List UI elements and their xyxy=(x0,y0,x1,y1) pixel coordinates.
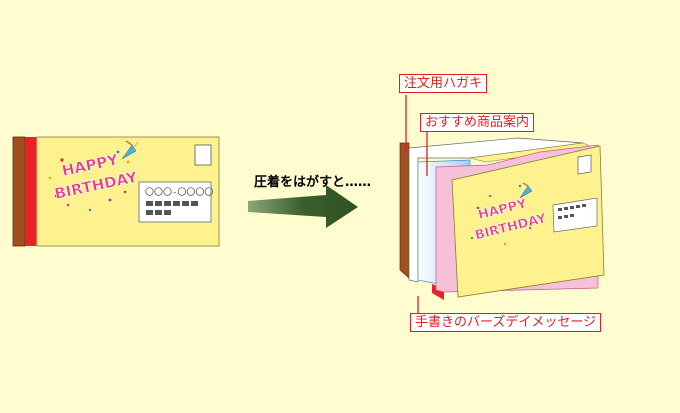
address-lines xyxy=(146,201,198,215)
leader-lines xyxy=(405,95,428,313)
right-arrow-icon xyxy=(248,185,358,228)
confetti-icon xyxy=(470,184,532,246)
closed-card: HAPPY BIRTHDAY 〇〇〇-〇〇〇〇 xyxy=(12,136,220,247)
card-spine xyxy=(12,136,26,247)
open-booklet: HAPPY BIRTHDAY xyxy=(399,137,605,300)
booklet-cover xyxy=(451,145,605,298)
postal-code: 〇〇〇-〇〇〇〇 xyxy=(145,187,213,198)
stamp-box xyxy=(194,144,212,166)
label-product-guide: おすすめ商品案内 xyxy=(420,113,535,132)
confetti-icon xyxy=(48,150,130,212)
card-red-strip xyxy=(25,137,37,246)
label-order-postcard: 注文用ハガキ xyxy=(399,74,488,93)
label-handwritten-message: 手書きのバーズデイメッセージ xyxy=(410,313,602,332)
address-lines xyxy=(558,204,586,219)
booklet-spine xyxy=(399,142,410,279)
party-popper-icon xyxy=(121,140,139,160)
stamp-box xyxy=(577,154,592,175)
arrow-caption: 圧着をはがすと…… xyxy=(254,175,372,190)
party-popper-icon xyxy=(519,182,533,199)
